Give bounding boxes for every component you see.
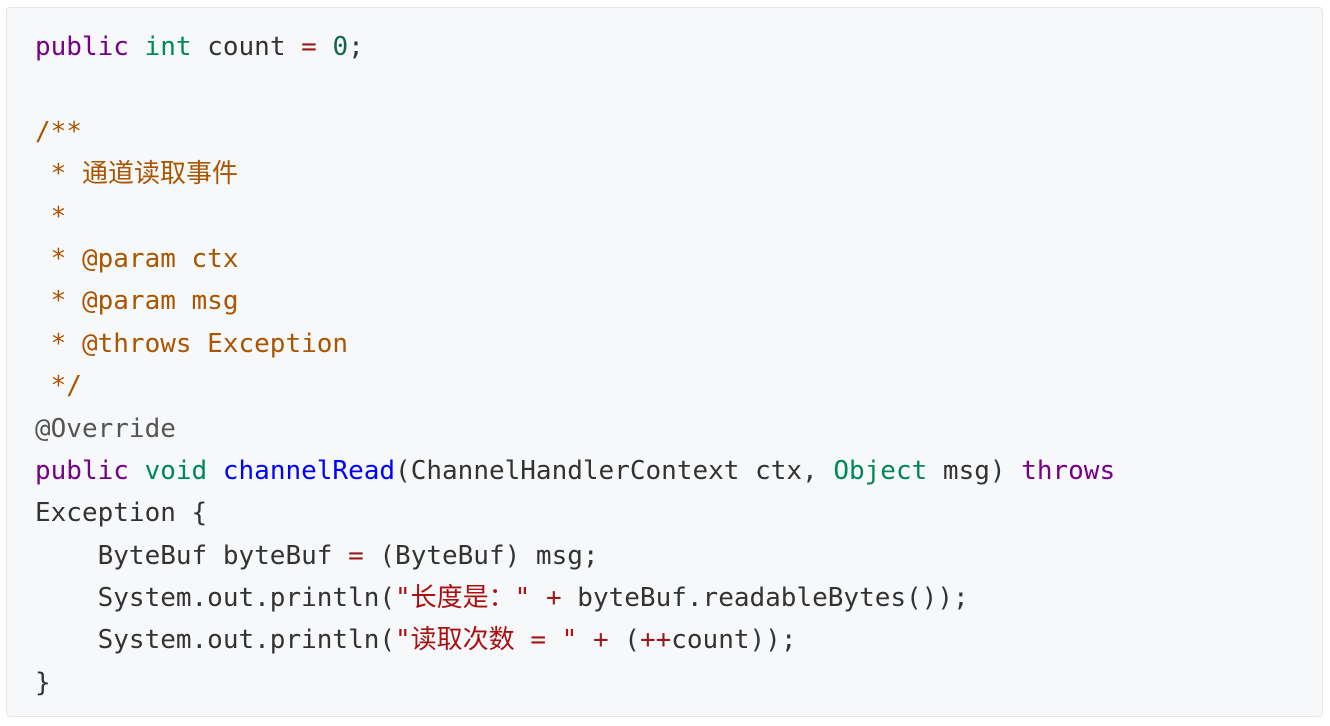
code-token-default: msg): [927, 455, 1022, 486]
code-line: System.out.println("长度是：" + byteBuf.read…: [35, 577, 1115, 619]
code-token-default: (ChannelHandlerContext ctx,: [395, 455, 834, 486]
code-line: [35, 68, 1115, 110]
code-line: public int count = 0;: [35, 26, 1115, 68]
code-token-type: int: [144, 32, 192, 62]
code-token-keyword: public: [35, 455, 129, 486]
code-token-operator: =: [301, 32, 317, 62]
code-token-default: byteBuf.readableBytes());: [561, 583, 969, 614]
code-token-def: channelRead: [222, 455, 396, 486]
code-token-type: Object: [833, 455, 928, 486]
code-token-operator: ++: [639, 625, 672, 656]
code-line: Exception {: [35, 492, 1115, 534]
code-token-string: "读取次数 = ": [395, 625, 578, 656]
code-token-default: Exception {: [35, 498, 208, 529]
code-token-operator: +: [546, 583, 562, 614]
code-token-comment: /**: [35, 116, 82, 147]
code-token-comment: * @param ctx: [35, 243, 239, 274]
code-line: * 通道读取事件: [35, 153, 1115, 195]
code-token-type: void: [144, 455, 208, 486]
code-line: * @param msg: [35, 280, 1115, 322]
code-token-default: ByteBuf byteBuf: [35, 540, 349, 571]
code-token-default: [129, 32, 145, 62]
code-line: *: [35, 196, 1115, 238]
code-token-default: [207, 456, 223, 486]
code-token-default: count));: [671, 625, 797, 656]
code-token-default: count: [191, 32, 302, 62]
code-content[interactable]: public int count = 0; /** * 通道读取事件 * * @p…: [35, 26, 1115, 704]
code-token-keyword: public: [35, 32, 129, 62]
code-token-comment: * @throws Exception: [35, 328, 349, 359]
code-token-keyword: throws: [1021, 455, 1116, 486]
code-line: * @param ctx: [35, 238, 1115, 280]
code-line: public void channelRead(ChannelHandlerCo…: [35, 450, 1115, 492]
code-token-comment: * @param msg: [35, 286, 239, 317]
code-line: ByteBuf byteBuf = (ByteBuf) msg;: [35, 535, 1115, 577]
code-token-default: [317, 32, 333, 62]
code-token-meta: @Override: [35, 413, 176, 444]
code-token-default: (ByteBuf) msg;: [363, 540, 599, 571]
code-token-default: System.out.println(: [35, 625, 396, 656]
code-line: */: [35, 365, 1115, 407]
code-line: @Override: [35, 408, 1115, 450]
code-token-string: "长度是：": [395, 583, 531, 614]
code-token-default: [577, 625, 593, 655]
code-token-default: }: [35, 667, 51, 698]
code-token-default: [530, 583, 546, 613]
code-token-default: ;: [348, 32, 364, 62]
code-line: * @throws Exception: [35, 323, 1115, 365]
code-token-operator: +: [592, 625, 609, 656]
code-token-default: [129, 456, 145, 486]
code-line: System.out.println("读取次数 = " + (++count)…: [35, 619, 1115, 661]
code-token-comment: * 通道读取事件: [35, 159, 238, 190]
code-token-comment: *: [35, 201, 67, 232]
code-token-default: System.out.println(: [35, 583, 396, 614]
code-token-number: 0: [332, 32, 349, 62]
code-block: public int count = 0; /** * 通道读取事件 * * @p…: [6, 7, 1323, 717]
code-line: }: [35, 662, 1115, 704]
code-line: /**: [35, 111, 1115, 153]
code-token-comment: */: [35, 371, 82, 402]
code-token-default: (: [608, 625, 640, 656]
code-token-operator: =: [348, 540, 364, 571]
